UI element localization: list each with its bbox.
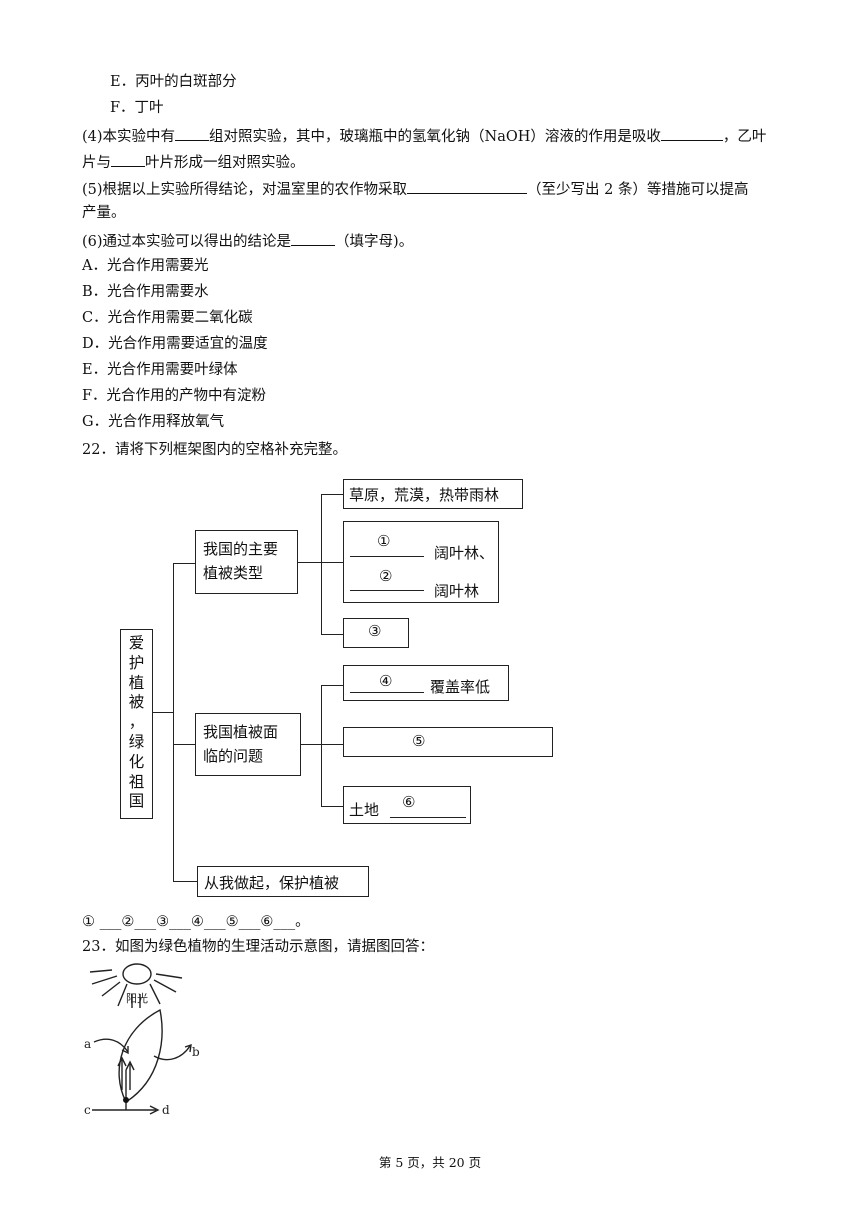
blank[interactable] bbox=[111, 151, 145, 167]
connector bbox=[300, 744, 344, 745]
branch-protect: 从我做起，保护植被 bbox=[197, 866, 369, 897]
connector bbox=[173, 563, 174, 881]
page-footer: 第 5 页，共 20 页 bbox=[378, 1155, 482, 1170]
connector bbox=[321, 562, 343, 563]
connector bbox=[321, 685, 343, 686]
q21-part4-line1: (4)本实验中有 组对照实验，其中，玻璃瓶中的氢氧化钠（NaOH）溶液的作用是吸收… bbox=[82, 125, 766, 147]
root-char: 护 bbox=[128, 653, 145, 672]
q21-part4-line2: 片与 叶片形成一组对照实验。 bbox=[82, 151, 305, 173]
label-c: c bbox=[84, 1103, 91, 1115]
text: （至少写出 2 条）等措施可以提高 bbox=[527, 182, 749, 198]
root-char: 祖 bbox=[128, 772, 145, 791]
option-g: G．光合作用释放氧气 bbox=[82, 414, 225, 430]
blank[interactable] bbox=[407, 178, 528, 194]
q22-title: 22．请将下列框架图内的空格补充完整。 bbox=[82, 442, 347, 458]
q23-figure: 阳光 a b c d bbox=[82, 960, 200, 1117]
root-box: 爱 护 植 被 ， 绿 化 祖 国 bbox=[120, 629, 153, 819]
leaf-land[interactable]: 土地 ⑥ bbox=[343, 786, 471, 824]
blank-label-1: ① bbox=[377, 532, 391, 550]
connector bbox=[321, 685, 322, 806]
blank-1[interactable] bbox=[350, 556, 424, 557]
blank-label-5: ⑤ bbox=[412, 732, 426, 750]
connector bbox=[153, 712, 173, 713]
q22-answer-line[interactable]: ① ___②___③___④___⑤___⑥___。 bbox=[82, 914, 310, 930]
option-f: F．光合作用的产物中有淀粉 bbox=[82, 388, 267, 404]
text: ，乙叶 bbox=[722, 129, 767, 145]
q21-part5-line2: 产量。 bbox=[82, 205, 126, 221]
blank[interactable] bbox=[291, 230, 336, 246]
branch-vegetation-problems: 我国植被面 临的问题 bbox=[195, 713, 301, 776]
branch-line: 我国的主要 bbox=[203, 540, 279, 558]
option-b: B．光合作用需要水 bbox=[82, 284, 209, 300]
leaf-blank-3[interactable]: ③ bbox=[343, 618, 409, 648]
branch-line: 临的问题 bbox=[203, 747, 264, 765]
root-char: 绿 bbox=[128, 732, 145, 751]
connector bbox=[321, 634, 343, 635]
leaf-forest[interactable]: ① 阔叶林、 ② 阔叶林 bbox=[343, 521, 499, 603]
text: 片与 bbox=[82, 155, 111, 171]
blank-6[interactable] bbox=[390, 817, 466, 818]
blank-label-3: ③ bbox=[368, 622, 382, 640]
root-char: 爱 bbox=[128, 634, 145, 652]
option-e: E．光合作用需要叶绿体 bbox=[82, 362, 238, 378]
leaf-text: 阔叶林 bbox=[434, 582, 480, 600]
connector bbox=[297, 562, 321, 563]
branch-line: 植被类型 bbox=[203, 564, 264, 582]
root-char: 化 bbox=[128, 752, 145, 771]
blank-label-4: ④ bbox=[379, 672, 393, 690]
q23-title: 23．如图为绿色植物的生理活动示意图，请据图回答： bbox=[82, 939, 434, 955]
blank-label-6: ⑥ bbox=[402, 793, 416, 811]
root-char: 国 bbox=[128, 792, 145, 811]
option-e-top: E．丙叶的白斑部分 bbox=[110, 74, 237, 90]
leaf-blank-5[interactable]: ⑤ bbox=[343, 727, 553, 757]
sun-icon bbox=[122, 963, 152, 985]
option-d: D．光合作用需要适宜的温度 bbox=[82, 336, 268, 352]
leaf-text: 覆盖率低 bbox=[430, 678, 491, 696]
sun-label: 阳光 bbox=[126, 991, 148, 1005]
leaf-text: 土地 bbox=[349, 801, 380, 819]
connector bbox=[321, 494, 343, 495]
option-f-top: F．丁叶 bbox=[110, 100, 164, 116]
root-char: ， bbox=[128, 713, 145, 732]
leaf-coverage[interactable]: ④ 覆盖率低 bbox=[343, 665, 509, 701]
blank-label-2: ② bbox=[379, 567, 393, 585]
text: (4)本实验中有 bbox=[82, 129, 176, 145]
connector bbox=[321, 494, 322, 634]
leaf-text: 阔叶林、 bbox=[434, 544, 495, 562]
plant-diagram: 阳光 a b c d bbox=[84, 963, 200, 1117]
text: （填字母)。 bbox=[335, 234, 414, 250]
root-char: 被 bbox=[128, 693, 145, 712]
text: 叶片形成一组对照实验。 bbox=[145, 155, 305, 171]
blank-4[interactable] bbox=[350, 692, 424, 693]
label-d: d bbox=[162, 1103, 170, 1115]
text: (6)通过本实验可以得出的结论是 bbox=[82, 234, 292, 250]
connector bbox=[173, 744, 195, 745]
root-char: 植 bbox=[128, 673, 145, 692]
branch-line: 我国植被面 bbox=[203, 723, 279, 741]
blank[interactable] bbox=[660, 125, 723, 141]
text: (5)根据以上实验所得结论，对温室里的农作物采取 bbox=[82, 182, 408, 198]
option-c: C．光合作用需要二氧化碳 bbox=[82, 310, 253, 326]
connector bbox=[173, 881, 197, 882]
label-a: a bbox=[84, 1037, 91, 1051]
q21-part6: (6)通过本实验可以得出的结论是 （填字母)。 bbox=[82, 230, 413, 252]
text: 组对照实验，其中，玻璃瓶中的氢氧化钠（NaOH）溶液的作用是吸收 bbox=[209, 129, 661, 145]
blank-2[interactable] bbox=[350, 590, 424, 591]
connector bbox=[321, 806, 343, 807]
branch-vegetation-types: 我国的主要 植被类型 bbox=[195, 530, 298, 594]
blank[interactable] bbox=[175, 125, 210, 141]
leaf-grassland: 草原，荒漠，热带雨林 bbox=[343, 479, 523, 509]
option-a: A．光合作用需要光 bbox=[82, 258, 209, 274]
connector bbox=[173, 563, 195, 564]
q21-part5-line1: (5)根据以上实验所得结论，对温室里的农作物采取 （至少写出 2 条）等措施可以提… bbox=[82, 178, 749, 200]
label-b: b bbox=[192, 1045, 200, 1059]
